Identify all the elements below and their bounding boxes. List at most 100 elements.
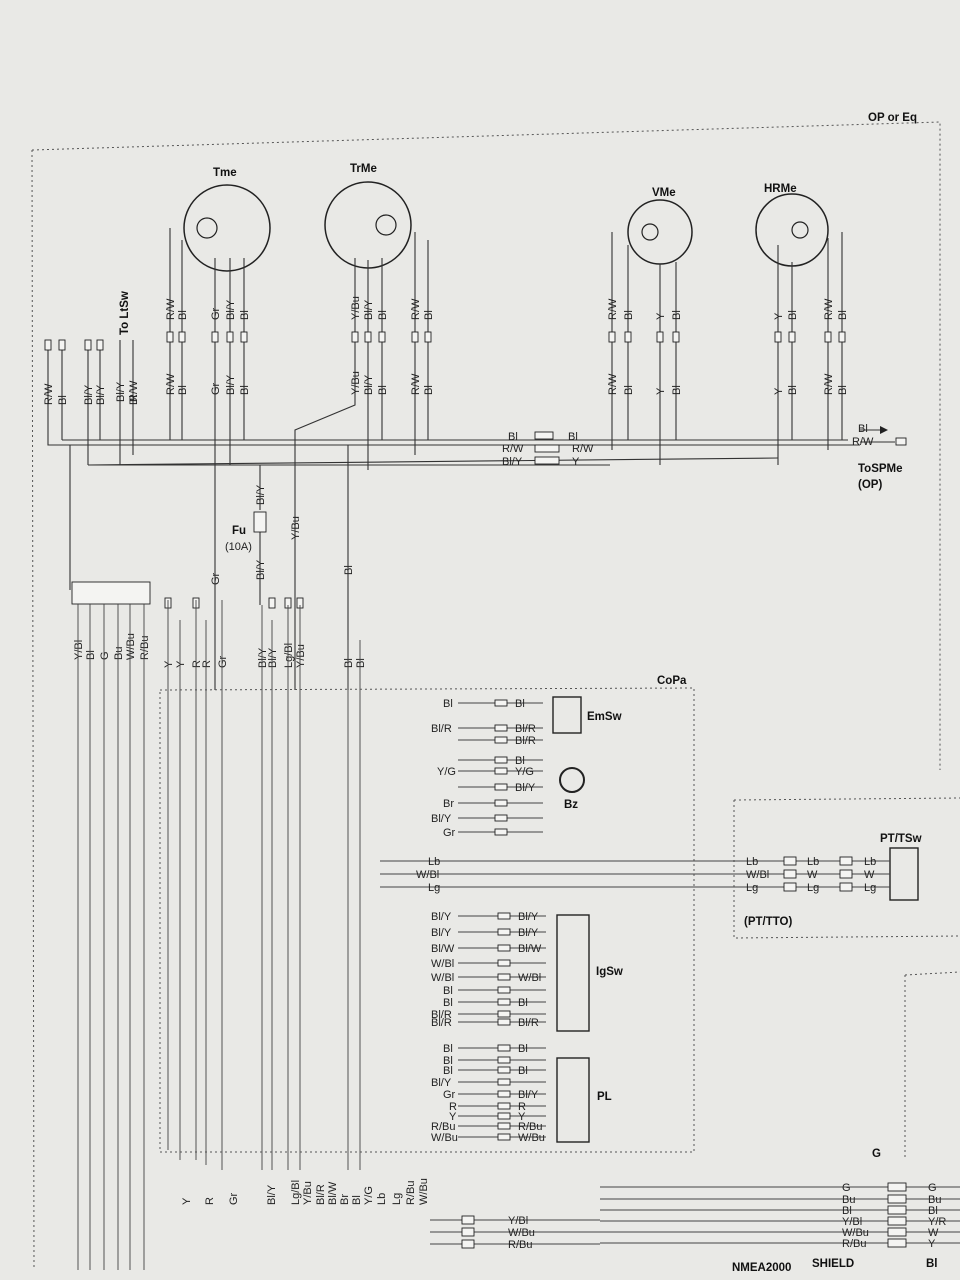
control-panel-boundary — [159, 687, 695, 1153]
gauge-vme-wire-label-bottom: Bl — [671, 385, 683, 395]
buzzer-icon — [559, 767, 585, 793]
right-boundary — [904, 971, 960, 1160]
bottom-wire-label: R — [204, 1197, 216, 1205]
pttsw-body — [889, 847, 919, 901]
pl-row-left-label: Bl/Y — [431, 1077, 452, 1089]
igsw-row-connector-icon — [497, 973, 511, 981]
gauge-vme-wire-label-top: R/W — [607, 298, 619, 320]
gauge-trme-wire-label-top: R/W — [410, 298, 422, 320]
gauge-vme-wire-label-top: Bl — [671, 310, 683, 320]
inline-connector-icon — [58, 339, 66, 351]
gauge-vme-label: VMe — [652, 187, 676, 199]
fuse-label: Fu — [232, 525, 246, 537]
pt-connector-icon — [783, 869, 797, 879]
bus-end-rw: R/W — [852, 436, 874, 448]
mid-wire-label: Y/Bu — [295, 644, 307, 668]
inline-connector-icon — [351, 331, 359, 343]
emsw-row-right-label: Bl — [515, 698, 525, 710]
inline-connector-icon — [656, 331, 664, 343]
misc-row-right-label: Y/G — [515, 766, 534, 778]
pl-row-connector-icon — [497, 1078, 511, 1086]
g-connector-label: G — [872, 1148, 881, 1160]
pl-row-left-label: R/Bu — [431, 1121, 455, 1133]
mid-wire-label: Gr — [217, 655, 229, 668]
bottom-wire-label: R/Bu — [405, 1181, 417, 1205]
gauge-tme-label: Tme — [213, 167, 237, 179]
light-wire-label: Bl — [128, 395, 140, 405]
buzzer-label: Bz — [564, 799, 578, 811]
bus-line-y — [87, 457, 779, 466]
fuse-rating: (10A) — [225, 541, 252, 553]
g-connector-icon — [887, 1238, 907, 1248]
inline-connector-icon — [268, 597, 276, 609]
pt-row-switch-label: Lb — [864, 856, 876, 868]
pttsw-label: PT/TSw — [880, 833, 922, 845]
pt-row-switch-label: W — [864, 869, 875, 881]
gauge-trme-label: TrMe — [350, 163, 377, 175]
gauge-tme-wire-label-bottom: R/W — [165, 373, 177, 395]
gauge-vme-circle — [627, 199, 693, 265]
pl-row-left-label: Gr — [443, 1089, 456, 1101]
bus-left-bly: Bl/Y — [502, 456, 523, 468]
gauge-trme-wire-label-bottom: Y/Bu — [350, 371, 362, 395]
g-row-left-label: W/Bu — [842, 1227, 869, 1239]
misc-row-right-label: Bl — [515, 755, 525, 767]
emsw-row-connector-icon — [494, 736, 508, 744]
gauge-tme-wire-label-top: Bl/Y — [225, 299, 237, 320]
gauge-trme: TrMe — [324, 163, 412, 269]
pl-row-connector-icon — [497, 1090, 511, 1098]
bottom-wire-label: Y/G — [363, 1186, 375, 1205]
bottom-right-left-label: R/Bu — [508, 1239, 532, 1251]
pl-row-right-label: Bl — [518, 1043, 528, 1055]
inline-connector-icon — [411, 331, 419, 343]
pl-row-right-label: R — [518, 1101, 526, 1113]
trim-tilt-boundary — [733, 797, 960, 939]
gauge-tme-wire-label-bottom: Bl — [177, 385, 189, 395]
misc-row-right-label: Bl/Y — [515, 782, 536, 794]
inline-connector-icon — [824, 331, 832, 343]
main-connector-wire-label: Y/Bl — [73, 640, 85, 660]
pl-body — [556, 1057, 590, 1143]
gauge-vme: VMe — [627, 187, 693, 265]
gauge-trme-bulb-icon — [375, 214, 397, 236]
misc-row-connector-icon — [494, 814, 508, 822]
igsw-row-left-label: Bl — [443, 997, 453, 1009]
light-lower-wire-label: R/W — [128, 380, 140, 402]
gauge-trme-wire-label-bottom: Bl — [423, 385, 435, 395]
bus-end-bl: Bl — [858, 423, 868, 435]
g-row-right-label: G — [928, 1182, 937, 1194]
gauge-trme-wire-label-bottom: Bl — [377, 385, 389, 395]
pl-row-connector-icon — [497, 1044, 511, 1052]
pl-row-left-label: W/Bu — [431, 1132, 458, 1144]
gauge-tme-wire-label-top: Bl — [239, 310, 251, 320]
gauge-vme-wire-label-bottom: R/W — [607, 373, 619, 395]
mid-wire-label: Bl — [343, 658, 355, 668]
inline-connector-icon — [178, 331, 186, 343]
emsw-row-left-label: Bl — [443, 698, 453, 710]
vertical-gr-label: Gr — [210, 572, 222, 585]
speedometer-label: ToSPMe — [858, 463, 903, 475]
bottom-wire-label: Y/Bu — [302, 1181, 314, 1205]
gauge-trme-circle — [324, 181, 412, 269]
g-connector-icon — [887, 1227, 907, 1237]
rotated-wire-labels: R/WR/WBlBlGrGrBl/YBl/YBlBlY/BuY/BuBl/YBl… — [43, 296, 849, 668]
trim-tilt-label: (PT/TTO) — [744, 916, 793, 928]
emsw-row-left-label: Bl/R — [431, 723, 452, 735]
gauge-tme-wire-label-bottom: Gr — [210, 382, 222, 395]
inline-connector-icon — [44, 339, 52, 351]
igsw-row-connector-icon — [497, 1010, 511, 1018]
mid-wire-label: R — [201, 660, 213, 668]
light-lower-wire-label: Bl/Y — [115, 381, 127, 402]
inline-connector-icon — [788, 331, 796, 343]
bottom-right-left-label: W/Bu — [508, 1227, 535, 1239]
bottom-wire-label: Bl/R — [315, 1184, 327, 1205]
gauge-trme-wire-label-top: Bl — [423, 310, 435, 320]
g-row-right-label: W — [928, 1227, 939, 1239]
igsw-row-left-label: Bl — [443, 985, 453, 997]
pt-row-right-label: W — [807, 869, 818, 881]
bottom-wire-label: Bl/Y — [266, 1184, 278, 1205]
mid-wire-label: Y — [163, 660, 175, 668]
bus-connector-3-icon — [534, 456, 560, 465]
